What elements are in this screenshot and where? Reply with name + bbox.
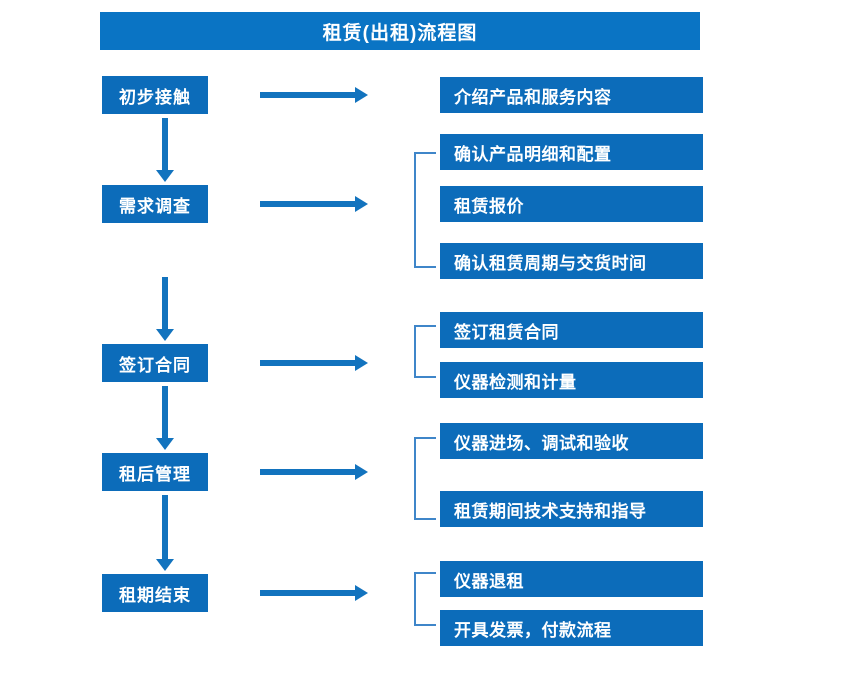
detail-box-confirm-spec[interactable]: 确认产品明细和配置 [440,134,703,170]
group-bracket-needs-survey [414,152,436,268]
group-bracket-post-rental-mgmt [414,437,436,520]
arrow-shaft [162,118,168,170]
group-bracket-rental-end [414,572,436,626]
arrow-shaft [260,469,356,475]
arrow-head [355,355,368,371]
arrow-head [156,438,174,450]
stage-box-rental-end[interactable]: 租期结束 [102,574,208,612]
diagram-title: 租赁(出租)流程图 [100,12,700,50]
arrow-head [355,585,368,601]
vertical-arrow-1 [156,118,174,182]
horizontal-arrow-5 [260,585,368,601]
arrow-head [156,170,174,182]
arrow-head [355,87,368,103]
arrow-shaft [260,92,356,98]
detail-box-rental-quote[interactable]: 租赁报价 [440,186,703,222]
vertical-arrow-3 [156,386,174,450]
arrow-shaft [260,201,356,207]
stage-box-post-rental-mgmt[interactable]: 租后管理 [102,453,208,491]
stage-box-initial-contact[interactable]: 初步接触 [102,76,208,114]
horizontal-arrow-4 [260,464,368,480]
detail-box-instrument-install[interactable]: 仪器进场、调试和验收 [440,423,703,459]
detail-box-confirm-period[interactable]: 确认租赁周期与交货时间 [440,243,703,279]
arrow-shaft [162,277,168,329]
detail-box-invoice-payment[interactable]: 开具发票，付款流程 [440,610,703,646]
detail-box-instrument-return[interactable]: 仪器退租 [440,561,703,597]
arrow-head [156,329,174,341]
group-bracket-sign-contract [414,325,436,378]
arrow-head [156,559,174,571]
detail-box-technical-support[interactable]: 租赁期间技术支持和指导 [440,491,703,527]
arrow-head [355,196,368,212]
vertical-arrow-2 [156,277,174,341]
horizontal-arrow-1 [260,87,368,103]
arrow-shaft [162,495,168,559]
stage-box-needs-survey[interactable]: 需求调查 [102,185,208,223]
arrow-shaft [162,386,168,438]
arrow-head [355,464,368,480]
arrow-shaft [260,590,356,596]
horizontal-arrow-3 [260,355,368,371]
vertical-arrow-4 [156,495,174,571]
detail-box-introduce-products[interactable]: 介绍产品和服务内容 [440,77,703,113]
horizontal-arrow-2 [260,196,368,212]
stage-box-sign-contract[interactable]: 签订合同 [102,344,208,382]
arrow-shaft [260,360,356,366]
detail-box-instrument-testing[interactable]: 仪器检测和计量 [440,362,703,398]
detail-box-sign-rental-contract[interactable]: 签订租赁合同 [440,312,703,348]
